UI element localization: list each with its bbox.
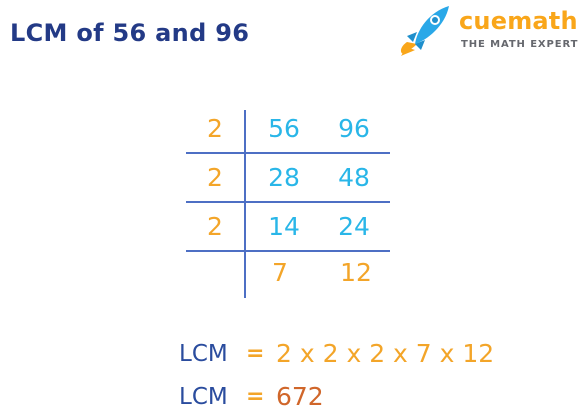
division-row-divider (186, 201, 390, 203)
lcm-value: 672 (276, 382, 324, 411)
divisor: 2 (207, 114, 223, 143)
lcm-expression: 2 x 2 x 2 x 7 x 12 (276, 339, 495, 368)
division-vertical-line (244, 110, 246, 298)
lcm-label: LCM (179, 341, 228, 367)
divisor: 2 (207, 212, 223, 241)
quotient-b: 24 (338, 212, 370, 241)
quotient-a: 28 (268, 163, 300, 192)
division-row-divider (186, 250, 390, 252)
brand-logo[interactable]: cuemath THE MATH EXPERT (399, 2, 578, 58)
quotient-a: 14 (268, 212, 300, 241)
remainder-a: 7 (272, 258, 288, 287)
division-row-divider (186, 152, 390, 154)
equals-sign: = (246, 384, 265, 409)
page-title: LCM of 56 and 96 (10, 19, 250, 47)
rocket-icon (400, 6, 449, 56)
divisor: 2 (207, 163, 223, 192)
dividend-a: 56 (268, 114, 300, 143)
dividend-b: 96 (338, 114, 370, 143)
lcm-label: LCM (179, 384, 228, 410)
brand-tagline: THE MATH EXPERT (461, 39, 578, 50)
quotient-b: 48 (338, 163, 370, 192)
equals-sign: = (246, 341, 265, 366)
remainder-b: 12 (340, 258, 372, 287)
brand-name: cuemath (459, 7, 578, 35)
